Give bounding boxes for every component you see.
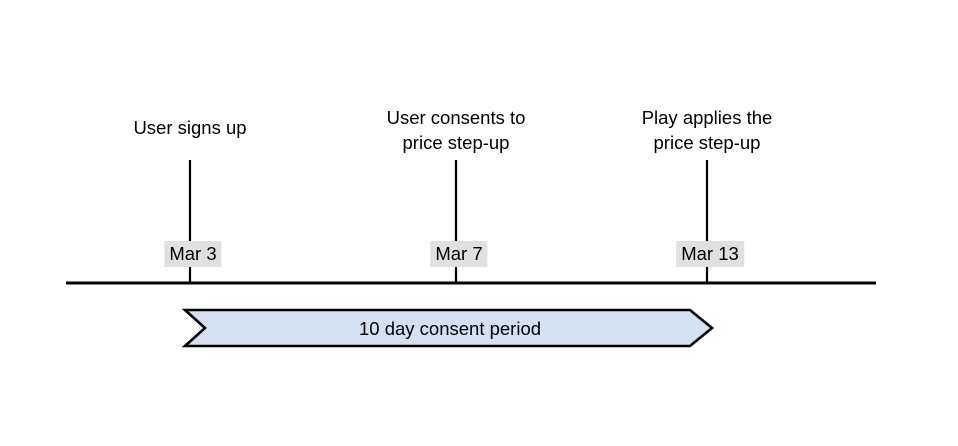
event-label-user-signs-up: User signs up — [133, 117, 247, 138]
event-date-user-signs-up: Mar 3 — [164, 241, 222, 267]
consent-period-banner-label: 10 day consent period — [358, 318, 542, 339]
consent-period-banner-shape — [181, 308, 715, 348]
event-date-play-applies-step-up: Mar 13 — [676, 241, 744, 267]
event-label-user-consents: User consents to price step-up — [386, 107, 526, 153]
event-date-user-consents: Mar 7 — [430, 241, 488, 267]
event-label-play-applies-step-up: Play applies the price step-up — [641, 107, 773, 153]
